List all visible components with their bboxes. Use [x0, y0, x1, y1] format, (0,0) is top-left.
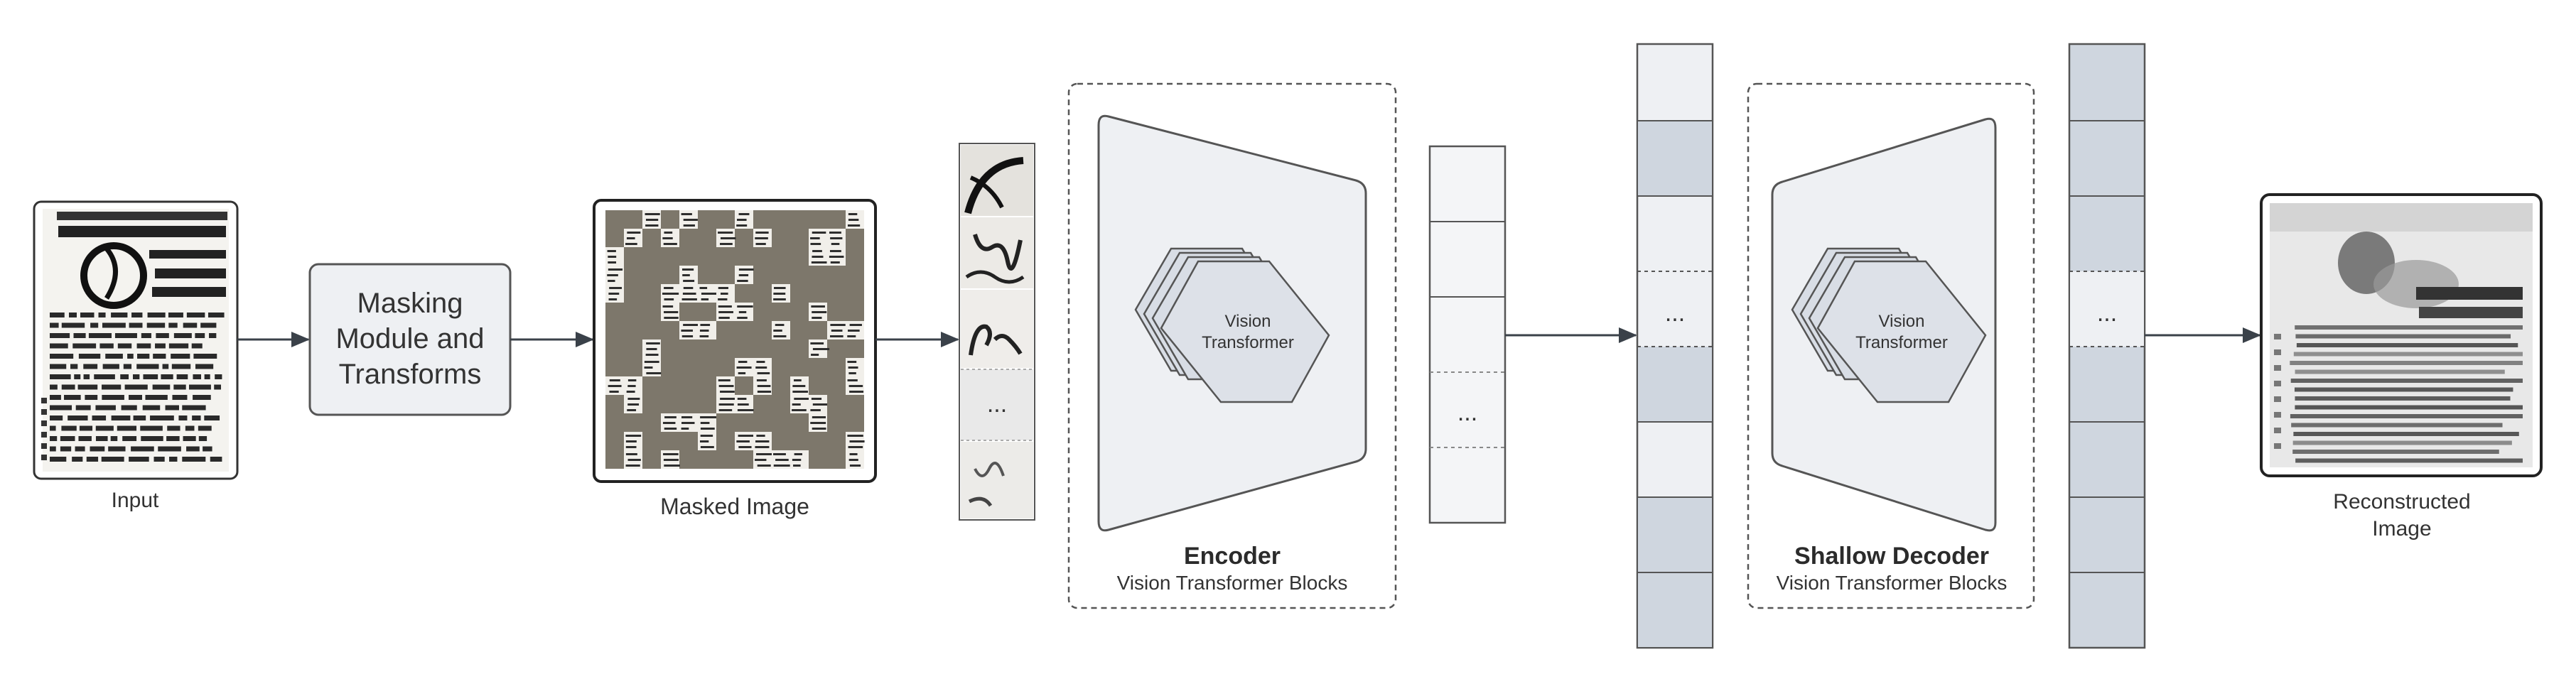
encoder-subtitle: Vision Transformer Blocks — [1117, 572, 1348, 594]
input-image — [33, 200, 239, 480]
token-strip: ... — [1636, 43, 1714, 649]
encoder-container: Vision Transformer Encoder Vision Transf… — [1067, 82, 1397, 609]
reconstructed-label-line-1: Reconstructed — [2333, 490, 2470, 514]
output-strip: ... — [2068, 43, 2146, 649]
decoder-vit-stack: Vision Transformer — [1791, 247, 1987, 403]
encoder-title: Encoder — [1184, 543, 1281, 570]
encoder-block-label-2: Transformer — [1202, 333, 1294, 352]
masked-image-label: Masked Image — [660, 494, 809, 519]
decoder-block-label-1: Vision — [1879, 312, 1925, 331]
token-ellipsis: ... — [1665, 300, 1685, 327]
latent-ellipsis: ... — [1457, 399, 1477, 426]
reconstructed-image — [2260, 193, 2543, 477]
decoder-container: Vision Transformer Shallow Decoder Visio… — [1747, 82, 2035, 609]
output-ellipsis: ... — [2097, 300, 2117, 327]
masking-module-box: Masking Module and Transforms — [308, 263, 512, 416]
decoder-title: Shallow Decoder — [1794, 543, 1989, 570]
masking-module-line-3: Transforms — [339, 359, 482, 390]
encoder-block-label-1: Vision — [1225, 312, 1271, 331]
masking-module-line-1: Masking — [357, 288, 463, 319]
reconstructed-label-line-2: Image — [2372, 517, 2431, 541]
latent-strip: ... — [1428, 145, 1507, 524]
masking-module-line-2: Module and — [335, 323, 484, 354]
visible-patch-strip: ... — [959, 143, 1035, 521]
masked-image — [593, 199, 877, 483]
encoder-vit-stack: Vision Transformer — [1134, 247, 1330, 403]
input-label: Input — [112, 489, 159, 512]
decoder-block-label-2: Transformer — [1855, 333, 1948, 352]
decoder-subtitle: Vision Transformer Blocks — [1777, 572, 2008, 594]
patch-ellipsis: ... — [987, 391, 1007, 418]
